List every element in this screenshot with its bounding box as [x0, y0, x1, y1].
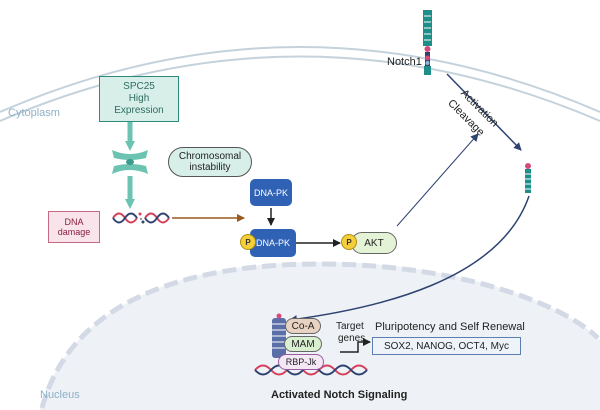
chromosomal-line1: Chromosomal — [178, 150, 242, 162]
dna-damage-box: DNA damage — [48, 211, 100, 243]
dnapk-inactive-box: DNA-PK — [250, 179, 292, 206]
mam-label: MAM — [291, 338, 315, 350]
chromosomal-line2: instability — [189, 162, 231, 173]
pluripotency-genes-box: SOX2, NANOG, OCT4, Myc — [372, 337, 521, 355]
spc25-line1: SPC25 — [123, 81, 155, 92]
dna-damage-line2: damage — [57, 227, 91, 237]
nicd-fragment-icon — [525, 163, 531, 193]
target-genes-line2: genes — [338, 333, 366, 344]
diagram-footer-title: Activated Notch Signaling — [271, 389, 408, 401]
cell-membrane-inner — [0, 55, 600, 122]
spc25-line2: High — [128, 93, 150, 104]
rbpjk-box: RBP-Jk — [278, 354, 324, 370]
dnapk-inactive-label: DNA-PK — [253, 187, 288, 198]
target-genes-line1: Target — [336, 321, 364, 332]
pluripotency-genes: SOX2, NANOG, OCT4, Myc — [383, 340, 510, 352]
cell-membrane-outer — [0, 46, 600, 113]
arrow-notch-cleavage — [446, 73, 522, 151]
rbpjk-label: RBP-Jk — [285, 357, 317, 367]
dnapk-active-box: DNA-PK — [250, 229, 296, 257]
nicd-bound-icon — [272, 313, 286, 358]
nucleus-label: Nucleus — [40, 389, 80, 401]
notch1-receptor-icon — [423, 10, 432, 75]
arrow-target-genes — [340, 338, 371, 353]
spc25-line3: Expression — [114, 105, 164, 116]
coa-label: Co-A — [291, 320, 315, 332]
nucleus-body — [40, 262, 600, 410]
akt-label: AKT — [364, 237, 384, 249]
spc25-expression-box: SPC25 High Expression — [99, 76, 179, 122]
akt-phospho-icon: P — [341, 234, 357, 250]
akt-box: AKT — [351, 232, 397, 254]
cytoplasm-label: Cytoplasm — [8, 107, 60, 119]
dnapk-phospho-icon: P — [240, 234, 256, 250]
arrow-nicd-to-nucleus — [289, 195, 530, 324]
coa-box: Co-A — [285, 318, 321, 334]
chromosome-icon — [112, 150, 148, 174]
dna-damage-line1: DNA — [64, 216, 84, 227]
arrow-akt-to-notch — [396, 133, 479, 227]
dna-damage-helix-icon — [112, 212, 170, 224]
notch1-label: Notch1 — [387, 56, 422, 68]
dnapk-active-label: DNA-PK — [255, 238, 290, 248]
mam-box: MAM — [284, 336, 322, 352]
pluripotency-title: Pluripotency and Self Renewal — [375, 321, 525, 333]
chromosomal-instability-box: Chromosomal instability — [168, 147, 252, 177]
